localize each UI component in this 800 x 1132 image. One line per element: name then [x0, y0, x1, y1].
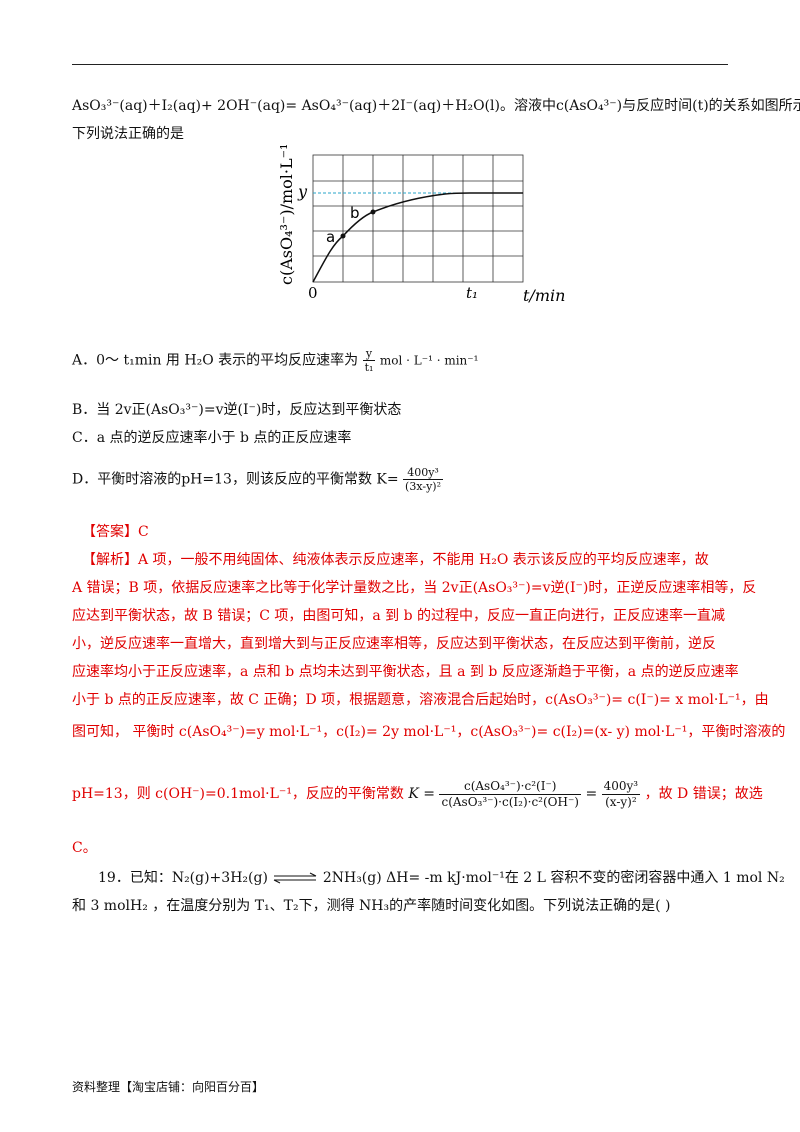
concentration-time-graph: a b y 0 t₁ t/min c(AsO₄³⁻)/mol·L⁻¹: [277, 145, 565, 305]
option-d: D．平衡时溶液的pH=13，则该反应的平衡常数 K= 400y³ (3x-y)²: [72, 466, 443, 493]
q19-reactants: 19．已知：N₂(g)+3H₂(g): [98, 870, 268, 886]
analysis-line-7: 图可知， 平衡时 c(AsO₄³⁻)=y mol·L⁻¹，c(I₂)= 2y m…: [72, 724, 786, 740]
k-num: c(AsO₄³⁻)·c²(I⁻): [439, 779, 581, 795]
option-d-fraction: 400y³ (3x-y)²: [403, 466, 443, 493]
q18-stem-line1: AsO₃³⁻(aq)＋I₂(aq)+ 2OH⁻(aq)= AsO₄³⁻(aq)＋…: [72, 98, 800, 114]
header-rule: [72, 64, 728, 65]
k-line-pre: pH=13，则 c(OH⁻)=0.1mol·L⁻¹，反应的平衡常数: [72, 786, 404, 802]
analysis-line-4: 小，逆反应速率一直增大，直到增大到与正反应速率相等，反应达到平衡状态，在反应达到…: [72, 636, 716, 652]
option-a: A．0～ t₁min 用 H₂O 表示的平均反应速率为 y t₁ mol · L…: [72, 347, 478, 374]
option-b: B．当 2v正(AsO₃³⁻)=v逆(I⁻)时，反应达到平衡状态: [72, 402, 402, 418]
equilibrium-arrow-icon: [274, 872, 317, 884]
analysis-line-2: A 错误；B 项，依据反应速率之比等于化学计量数之比，当 2v正(AsO₃³⁻)…: [72, 580, 757, 596]
point-a-marker: [340, 233, 346, 239]
k-equals: =: [585, 786, 598, 802]
q19-line1: 19．已知：N₂(g)+3H₂(g) 2NH₃(g) ΔH= -m kJ·mol…: [98, 868, 785, 888]
option-a-den: t₁: [364, 361, 374, 374]
analysis-line-5: 应速率均小于正反应速率，a 点和 b 点均未达到平衡状态，且 a 到 b 反应逐…: [72, 664, 739, 680]
point-b-label: b: [350, 204, 360, 222]
option-a-fraction: y t₁: [362, 347, 376, 374]
point-a-label: a: [326, 228, 335, 246]
y-level-label: y: [297, 182, 308, 201]
answer-label: 【答案】C: [82, 524, 149, 540]
point-b-marker: [370, 209, 376, 215]
footer-source: 资料整理【淘宝店铺：向阳百分百】: [72, 1080, 265, 1094]
k-den: c(AsO₃³⁻)·c(I₂)·c²(OH⁻): [441, 794, 579, 809]
k-expression-line: pH=13，则 c(OH⁻)=0.1mol·L⁻¹，反应的平衡常数 K = c(…: [72, 774, 763, 814]
k-line-post: ，故 D 错误；故选: [644, 786, 763, 802]
x-axis-label: t/min: [523, 286, 565, 305]
origin-label: 0: [308, 284, 318, 302]
option-a-text: A．0～ t₁min 用 H₂O 表示的平均反应速率为: [72, 352, 359, 369]
analysis-line-6: 小于 b 点的正反应速率，故 C 正确；D 项，根据题意，溶液混合后起始时，c(…: [72, 692, 769, 708]
q18-stem-line2: 下列说法正确的是: [72, 126, 184, 142]
k-symbol: K =: [408, 786, 436, 802]
k-fraction-1: c(AsO₄³⁻)·c²(I⁻) c(AsO₃³⁻)·c(I₂)·c²(OH⁻): [439, 779, 581, 810]
analysis-line-1: 【解析】A 项，一般不用纯固体、纯液体表示反应速率，不能用 H₂O 表示该反应的…: [82, 552, 709, 568]
q19-products: 2NH₃(g) ΔH= -m kJ·mol⁻¹在 2 L 容积不变的密闭容器中通…: [322, 870, 785, 886]
t1-label: t₁: [466, 284, 478, 302]
option-d-text: D．平衡时溶液的pH=13，则该反应的平衡常数 K=: [72, 471, 399, 488]
option-a-unit: mol · L⁻¹ · min⁻¹: [379, 353, 479, 368]
k-den2: (x-y)²: [605, 794, 637, 809]
analysis-line-3: 应达到平衡状态，故 B 错误；C 项，由图可知，a 到 b 的过程中，反应一直正…: [72, 608, 726, 624]
option-a-num: y: [362, 347, 376, 361]
y-axis-label: c(AsO₄³⁻)/mol·L⁻¹: [277, 145, 296, 285]
k-fraction-2: 400y³ (x-y)²: [601, 778, 641, 810]
option-c: C．a 点的逆反应速率小于 b 点的正反应速率: [72, 430, 352, 446]
analysis-last: C。: [72, 840, 97, 856]
q19-line2: 和 3 molH₂ ，在温度分别为 T₁、T₂下，测得 NH₃的产率随时间变化如…: [72, 898, 671, 914]
k-num2: 400y³: [601, 778, 641, 795]
option-d-num: 400y³: [403, 466, 443, 480]
option-d-den: (3x-y)²: [405, 480, 441, 493]
graph-grid: [312, 154, 524, 283]
